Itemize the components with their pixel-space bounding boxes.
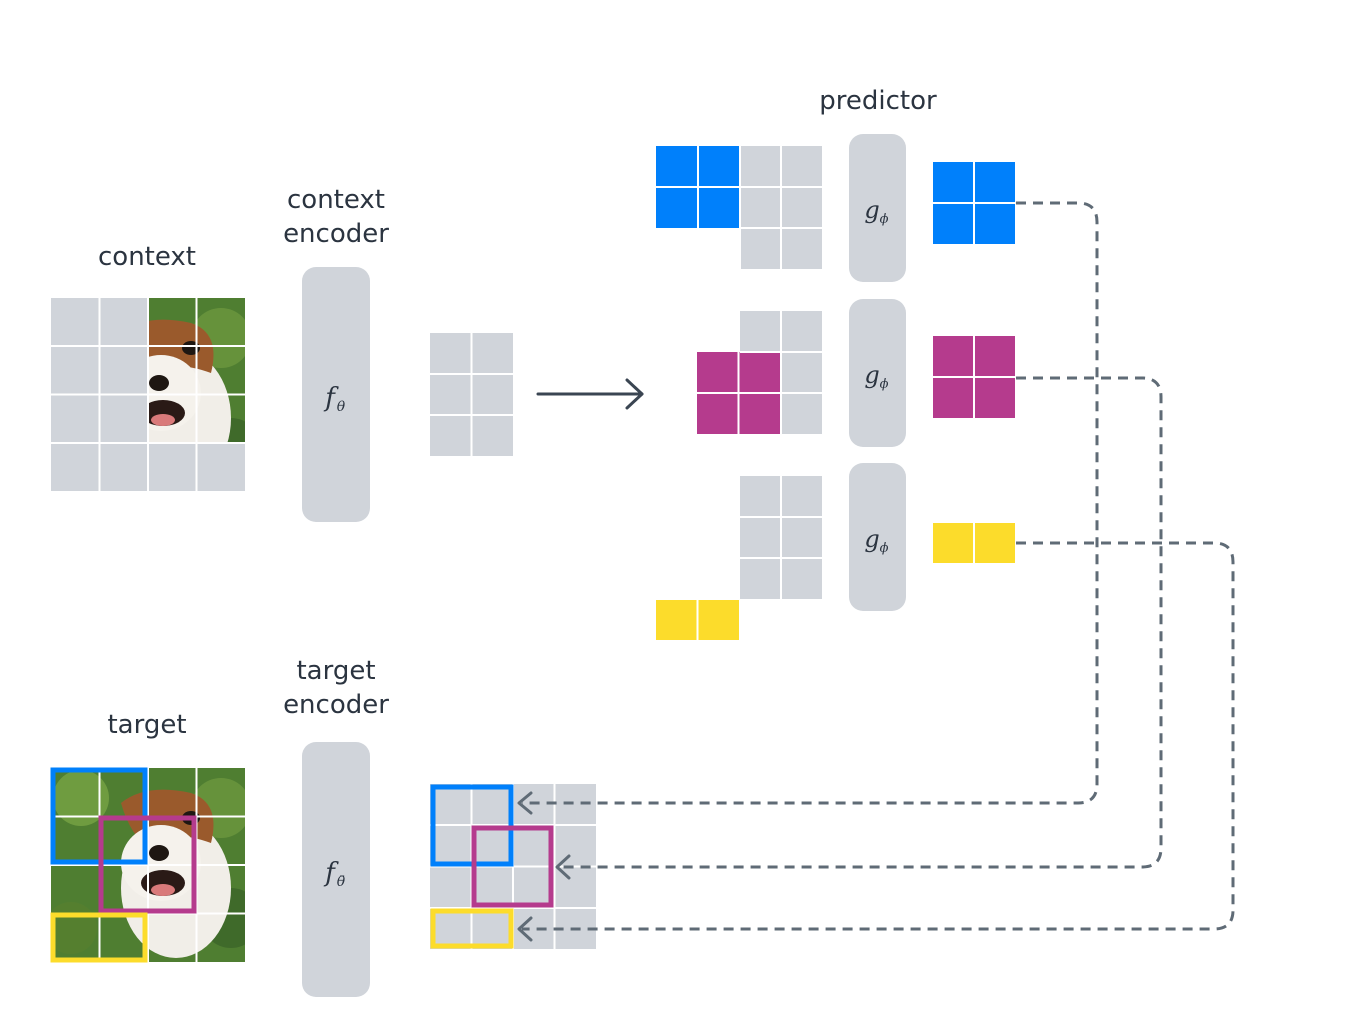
arrow-to-predictor [536,378,644,410]
context-encoder-label-1: context [287,185,385,215]
context-image [51,298,245,491]
predictor-label: predictor [819,86,937,116]
target-encoder-subscript: θ̄ [337,874,346,890]
predictor-symbol-1: g [864,196,879,224]
predictor-box-3: g ϕ [849,463,906,611]
target-repr-yellow [430,908,514,949]
predictor-subscript-1: ϕ [880,212,889,227]
predictor-symbol-2: g [864,361,879,389]
target-representation [430,784,596,949]
prediction-yellow [933,523,1015,563]
dashed-connector-magenta [560,376,1163,869]
predictor-symbol-3: g [864,525,879,553]
predictor-subscript-3: ϕ [880,541,889,556]
context-encoder-subscript: θ [337,399,346,415]
dashed-connector-blue [522,201,1099,805]
predictor-box-1: g ϕ [849,134,906,282]
context-encoder: f θ [302,267,370,522]
predictor-input-blue [656,146,822,269]
prediction-magenta [933,336,1015,418]
target-block-yellow [50,912,148,963]
predictor-input-magenta [697,311,822,434]
target-repr-magenta [471,825,554,908]
target-label: target [107,710,186,740]
target-image [50,767,245,963]
context-label: context [98,242,196,272]
predictor-box-2: g ϕ [849,299,906,447]
dashed-connectors [522,201,1235,931]
dashed-arrowheads [517,791,571,942]
context-encoder-label-2: encoder [283,219,389,249]
prediction-blue [933,162,1015,244]
dashed-connector-yellow [522,541,1235,931]
context-representation [430,333,513,456]
target-encoder: f θ̄ [302,742,370,997]
target-block-magenta [98,815,197,914]
predictor-subscript-2: ϕ [880,377,889,392]
target-encoder-label-2: encoder [283,690,389,720]
predictor-input-yellow [656,476,822,640]
target-encoder-label-1: target [296,656,375,686]
